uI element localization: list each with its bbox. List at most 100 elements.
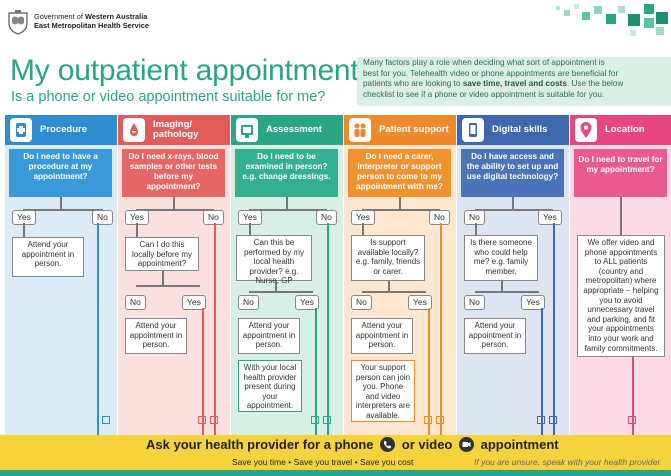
- intro-line: Many factors play a role when deciding w…: [363, 58, 605, 67]
- connector: [475, 223, 477, 235]
- footer-banner: [0, 435, 671, 476]
- video-icon: [459, 437, 474, 452]
- connector: [173, 197, 175, 209]
- gov-wa: Western Australia: [84, 12, 148, 21]
- column-title: Digital skills: [492, 123, 548, 135]
- connector: [512, 197, 514, 209]
- procedure-icon-tile: [10, 118, 32, 142]
- connector: [249, 223, 251, 235]
- checkbox[interactable]: [198, 416, 206, 424]
- column-location: Location Do I need to travel for my appo…: [570, 115, 671, 435]
- connector: [362, 209, 440, 211]
- column-title: Location: [605, 123, 645, 135]
- wa-crest-icon: [8, 10, 28, 35]
- imaging-icon-tile: [123, 118, 145, 142]
- checkbox[interactable]: [210, 416, 218, 424]
- checkbox[interactable]: [424, 416, 432, 424]
- connector: [501, 281, 503, 291]
- checkbox[interactable]: [311, 416, 319, 424]
- column-title: Assessment: [266, 123, 322, 135]
- connector: [23, 209, 101, 211]
- separator: •: [288, 457, 292, 467]
- yes-label: Yes: [408, 295, 432, 310]
- question-box: Do I have access and the ability to set …: [461, 149, 564, 197]
- intro-text-segment: . Use the below: [566, 79, 624, 89]
- separator: •: [354, 457, 358, 467]
- connector: [388, 281, 390, 291]
- digital-skills-icon-tile: [462, 118, 484, 142]
- decorative-pixel-pattern: [556, 0, 671, 44]
- column-title: Patient support: [379, 123, 449, 135]
- connector: [136, 209, 214, 211]
- arrow-line: [440, 223, 442, 435]
- question-box-secondary: Can this be performed by my local health…: [236, 235, 312, 285]
- yes-label: Yes: [521, 295, 545, 310]
- imaging-icon: [130, 123, 138, 136]
- cta-text: appointment: [480, 437, 559, 452]
- phone-icon: [380, 437, 396, 452]
- footer-benefits: Save you time • Save you travel • Save y…: [232, 457, 413, 468]
- arrow-line: [97, 223, 99, 435]
- column-assessment: Assessment Do I need to be examined in p…: [231, 115, 343, 435]
- arrow-line: [632, 357, 634, 435]
- checkbox[interactable]: [628, 416, 636, 424]
- arrow-line: [202, 308, 204, 435]
- checkbox[interactable]: [436, 416, 444, 424]
- gov-service: East Metropolitan Health Service: [34, 21, 149, 30]
- intro-text: Many factors play a role when deciding w…: [357, 57, 671, 106]
- patient-support-icon-tile: [349, 118, 371, 142]
- cta-text: Ask your health provider for a phone: [146, 437, 374, 452]
- no-label: No: [429, 210, 450, 225]
- checkbox[interactable]: [323, 416, 331, 424]
- checkbox[interactable]: [102, 416, 110, 424]
- checkbox[interactable]: [537, 416, 545, 424]
- assessment-icon: [241, 125, 253, 138]
- connector: [286, 197, 288, 209]
- benefit-time: Save you time: [232, 457, 286, 467]
- outcome-box-alt: Your support person can join you. Phone …: [351, 360, 415, 422]
- connector: [23, 223, 25, 237]
- procedure-icon: [16, 123, 26, 137]
- connector: [620, 197, 622, 235]
- arrow-line: [214, 223, 216, 435]
- outcome-box: Attend your appointment in person.: [238, 318, 300, 354]
- outcome-box: Attend your appointment in person.: [351, 318, 413, 354]
- column-title: Imaging/ pathology: [153, 118, 199, 140]
- yes-label: Yes: [538, 210, 562, 225]
- no-label: No: [92, 210, 113, 225]
- connector: [399, 197, 401, 209]
- outcome-box: Attend your appointment in person.: [125, 318, 187, 354]
- outcome-box: Attend your appointment in person.: [464, 318, 526, 354]
- benefit-cost: Save you cost: [359, 457, 414, 467]
- connector: [475, 209, 553, 211]
- no-label: No: [203, 210, 224, 225]
- no-label: No: [351, 295, 372, 310]
- bottom-strip: [0, 470, 671, 476]
- no-label: No: [464, 295, 485, 310]
- arrow-line: [327, 223, 329, 435]
- no-label: No: [464, 210, 485, 225]
- checkbox[interactable]: [549, 416, 557, 424]
- connector: [249, 291, 313, 293]
- connector: [60, 197, 62, 209]
- question-box: Do I need to be examined in person? e.g.…: [235, 149, 338, 197]
- connector: [136, 285, 200, 287]
- intro-text-segment: patients who are looking to: [363, 79, 463, 89]
- assessment-icon-tile: [236, 118, 258, 142]
- no-label: No: [125, 295, 146, 310]
- outcome-box-alt: With your local health provider present …: [238, 360, 302, 412]
- footer-call-to-action: Ask your health provider for a phone or …: [146, 437, 559, 453]
- no-label: No: [316, 210, 337, 225]
- cta-text: or video: [401, 437, 453, 452]
- column-patient-support: Patient support Do I need a carer, inter…: [344, 115, 456, 435]
- connector: [249, 209, 327, 211]
- page-subtitle: Is a phone or video appointment suitable…: [11, 89, 326, 105]
- benefit-travel: Save you travel: [293, 457, 353, 467]
- arrow-line: [541, 308, 543, 435]
- yes-label: Yes: [295, 295, 319, 310]
- question-box: Do I need to have a procedure at my appo…: [9, 149, 112, 197]
- column-imaging: Imaging/ pathology Do I need x-rays, blo…: [118, 115, 230, 435]
- question-box: Do I need a carer, interpreter or suppor…: [348, 149, 451, 197]
- question-box: Do I need x-rays, blood samples or other…: [122, 149, 225, 197]
- column-procedure: Procedure Do I need to have a procedure …: [5, 115, 117, 435]
